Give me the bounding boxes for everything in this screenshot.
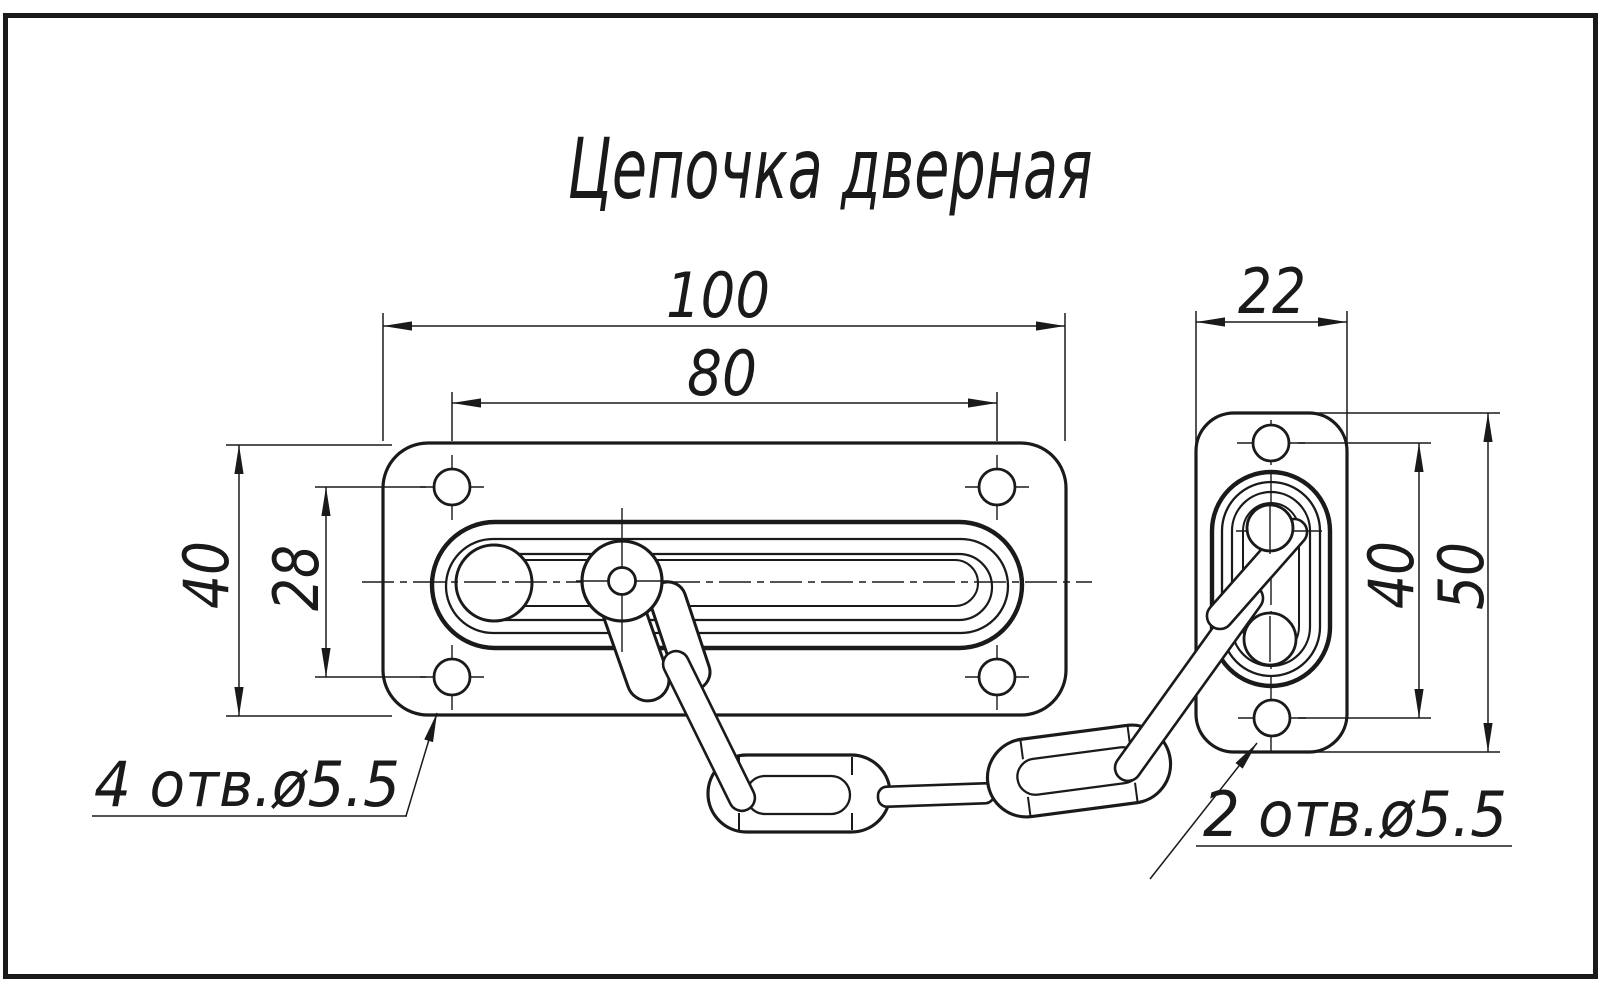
screw-hole xyxy=(1252,698,1292,738)
leader-line xyxy=(405,712,438,817)
drawing-title: Цепочка дверная xyxy=(568,120,1093,218)
screw-hole xyxy=(977,657,1017,697)
chain-link xyxy=(876,781,996,809)
slot-outline xyxy=(444,537,1010,635)
screw-hole xyxy=(977,467,1017,507)
screw-hole xyxy=(432,657,472,697)
screw-hole xyxy=(432,467,472,507)
wire-edge xyxy=(1019,740,1024,760)
keeper-plate-group xyxy=(1113,411,1349,783)
screw-hole xyxy=(1251,423,1291,463)
callout-right-label: 2 отв.ø5.5 xyxy=(1203,778,1507,851)
main-plate-group xyxy=(362,441,1092,717)
sheet-border xyxy=(3,13,1598,979)
dim-label-22: 22 xyxy=(1238,255,1306,328)
extension-lines xyxy=(226,311,1500,753)
dim-label-40-right: 40 xyxy=(1355,541,1428,609)
dim-label-28: 28 xyxy=(260,545,333,611)
pivot-group xyxy=(576,508,668,652)
chain-ball-end xyxy=(454,543,534,623)
callout-left-label: 4 отв.ø5.5 xyxy=(94,748,400,821)
dimension-labels: 100 80 22 40 28 40 50 xyxy=(170,255,1498,611)
wire-edge xyxy=(1026,796,1032,816)
dim-label-40-left: 40 xyxy=(170,541,243,609)
chain-link xyxy=(661,649,757,813)
leader-line xyxy=(1149,742,1258,880)
dimension-lines xyxy=(234,317,1493,752)
dim-label-50: 50 xyxy=(1425,542,1498,610)
slot-outline xyxy=(429,519,1025,651)
callout-right-group: 2 отв.ø5.5 xyxy=(1149,742,1512,880)
dim-label-100: 100 xyxy=(666,259,770,332)
pivot-hole xyxy=(607,566,637,596)
wire-edge xyxy=(1134,782,1139,802)
callout-left-group: 4 отв.ø5.5 xyxy=(92,712,438,821)
dim-label-80: 80 xyxy=(687,337,757,410)
